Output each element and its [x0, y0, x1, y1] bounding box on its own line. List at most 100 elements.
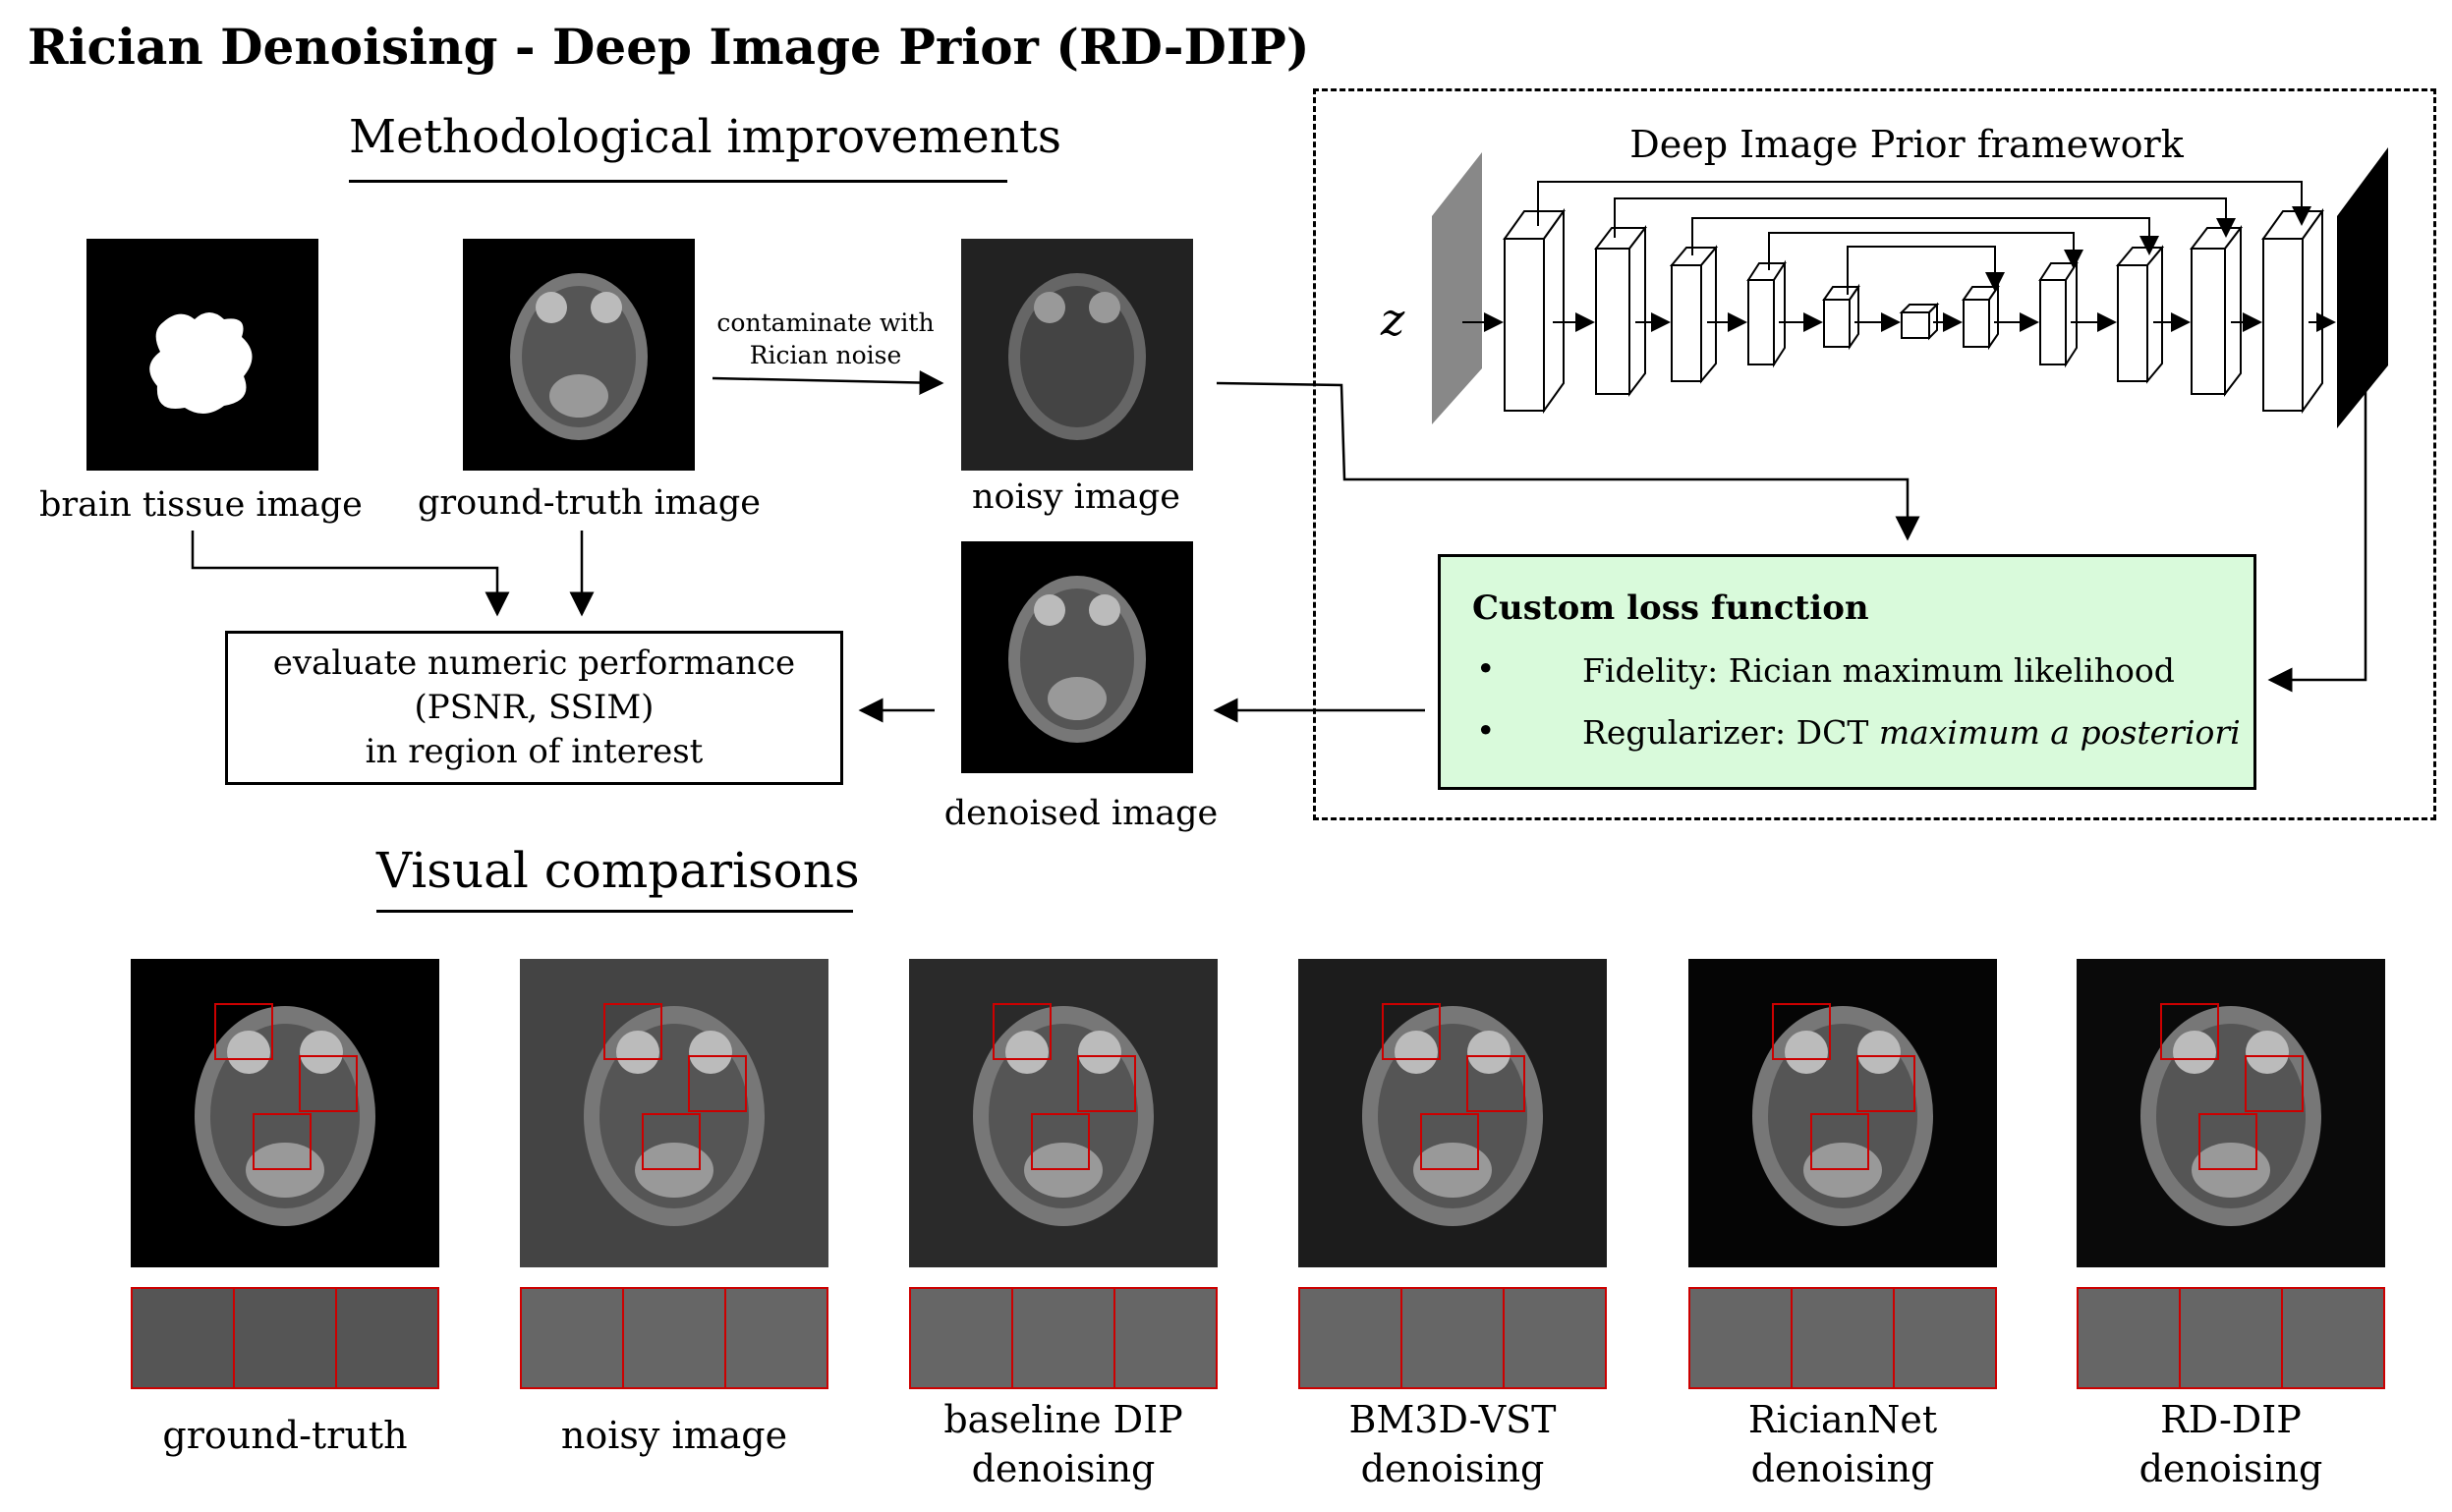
roi-box — [1382, 1003, 1441, 1060]
roi-box — [1772, 1003, 1831, 1060]
eval-line2: (PSNR, SSIM) — [414, 688, 655, 727]
comparison-label-line1: RicianNet — [1747, 1398, 1938, 1441]
loss-regularizer-item: • Regularizer: DCT maximum a posteriori — [1472, 711, 2253, 752]
roi-crop-strip — [1688, 1287, 1997, 1389]
comparison-label: baseline DIP denoising — [870, 1395, 1257, 1493]
brain-tissue-image — [86, 239, 318, 471]
loss-fidelity-text: Fidelity: Rician maximum likelihood — [1582, 651, 2175, 690]
roi-box — [688, 1055, 747, 1112]
roi-crop — [2283, 1289, 2383, 1387]
comparison-label-line1: baseline DIP — [943, 1398, 1183, 1441]
roi-crop-strip — [131, 1287, 439, 1389]
loss-fidelity-item: • Fidelity: Rician maximum likelihood — [1472, 649, 2253, 690]
roi-crop — [1895, 1289, 1995, 1387]
bullet-icon: • — [1476, 649, 1496, 688]
ground-truth-label: ground-truth image — [418, 483, 761, 523]
page-title: Rician Denoising - Deep Image Prior (RD-… — [28, 18, 1310, 76]
roi-crop — [624, 1289, 726, 1387]
roi-crop — [726, 1289, 827, 1387]
comparison-image — [1298, 959, 1607, 1267]
comparison-image — [131, 959, 439, 1267]
comparison-label-line2: denoising — [971, 1447, 1156, 1490]
section-visual-heading: Visual comparisons — [376, 842, 860, 899]
roi-crop — [1115, 1289, 1216, 1387]
comparison-label-line1: BM3D-VST — [1348, 1398, 1557, 1441]
roi-box — [2245, 1055, 2304, 1112]
dip-framework-title: Deep Image Prior framework — [1629, 123, 2184, 166]
comparison-image — [1688, 959, 1997, 1267]
roi-box — [2198, 1113, 2257, 1170]
ground-truth-image — [463, 239, 695, 471]
roi-crop-strip — [1298, 1287, 1607, 1389]
roi-crop — [1300, 1289, 1402, 1387]
section-methodological-heading: Methodological improvements — [349, 110, 1062, 164]
roi-box — [1856, 1055, 1915, 1112]
output-image-slab — [2337, 147, 2388, 428]
roi-box — [603, 1003, 662, 1060]
roi-box — [1466, 1055, 1525, 1112]
roi-crop — [522, 1289, 624, 1387]
bullet-icon: • — [1476, 711, 1496, 750]
comparison-label-line1: RD-DIP — [2160, 1398, 2302, 1441]
comparison-label-line1: noisy image — [560, 1414, 788, 1457]
comparison-image — [2077, 959, 2385, 1267]
roi-crop — [235, 1289, 337, 1387]
comparison-label: RicianNet denoising — [1649, 1395, 2036, 1493]
roi-box — [253, 1113, 312, 1170]
comparison-label: ground-truth — [91, 1411, 479, 1460]
roi-crop — [133, 1289, 235, 1387]
roi-crop — [2079, 1289, 2181, 1387]
noisy-image-label: noisy image — [971, 477, 1181, 517]
comparison-label-line2: denoising — [1360, 1447, 1545, 1490]
comparison-image — [909, 959, 1218, 1267]
roi-box — [214, 1003, 273, 1060]
methodological-underline — [349, 180, 1007, 183]
comparison-label: noisy image — [481, 1411, 868, 1460]
roi-crop-strip — [520, 1287, 828, 1389]
noise-input-slab — [1432, 152, 1482, 424]
roi-crop — [337, 1289, 437, 1387]
roi-box — [1077, 1055, 1136, 1112]
roi-crop — [1793, 1289, 1895, 1387]
comparison-label: RD-DIP denoising — [2037, 1395, 2424, 1493]
roi-crop — [2181, 1289, 2283, 1387]
roi-box — [1420, 1113, 1479, 1170]
roi-box — [1031, 1113, 1090, 1170]
noisy-image — [961, 239, 1193, 471]
comparison-image — [520, 959, 828, 1267]
roi-crop — [911, 1289, 1013, 1387]
roi-box — [993, 1003, 1052, 1060]
comparison-label: BM3D-VST denoising — [1259, 1395, 1646, 1493]
contaminate-label-line2: Rician noise — [749, 341, 902, 369]
comparison-label-line2: denoising — [2138, 1447, 2323, 1490]
brain-tissue-label: brain tissue image — [39, 485, 363, 525]
denoised-image — [961, 541, 1193, 773]
evaluate-performance-box: evaluate numeric performance (PSNR, SSIM… — [225, 631, 843, 785]
comparison-label-line2: denoising — [1750, 1447, 1935, 1490]
roi-box — [299, 1055, 358, 1112]
comparison-label-line1: ground-truth — [162, 1414, 408, 1457]
loss-regularizer-prefix: Regularizer: DCT — [1582, 713, 1879, 752]
roi-box — [642, 1113, 701, 1170]
custom-loss-box: Custom loss function • Fidelity: Rician … — [1438, 554, 2256, 790]
denoised-image-label: denoised image — [943, 794, 1219, 833]
loss-regularizer-text: Regularizer: DCT maximum a posteriori — [1582, 713, 2241, 752]
roi-crop-strip — [2077, 1287, 2385, 1389]
roi-crop — [1402, 1289, 1505, 1387]
loss-regularizer-italic: maximum a posteriori — [1878, 713, 2241, 752]
visual-underline — [376, 910, 853, 913]
roi-box — [1810, 1113, 1869, 1170]
roi-box — [2160, 1003, 2219, 1060]
eval-line3: in region of interest — [365, 732, 704, 771]
dip-framework-frame — [1313, 88, 2436, 820]
eval-line1: evaluate numeric performance — [272, 644, 796, 683]
roi-crop — [1690, 1289, 1793, 1387]
z-label: z — [1381, 293, 1405, 346]
roi-crop — [1013, 1289, 1115, 1387]
roi-crop — [1505, 1289, 1605, 1387]
loss-title: Custom loss function — [1472, 588, 1869, 628]
roi-crop-strip — [909, 1287, 1218, 1389]
contaminate-label: contaminate with Rician noise — [708, 307, 943, 371]
contaminate-label-line1: contaminate with — [716, 308, 935, 337]
